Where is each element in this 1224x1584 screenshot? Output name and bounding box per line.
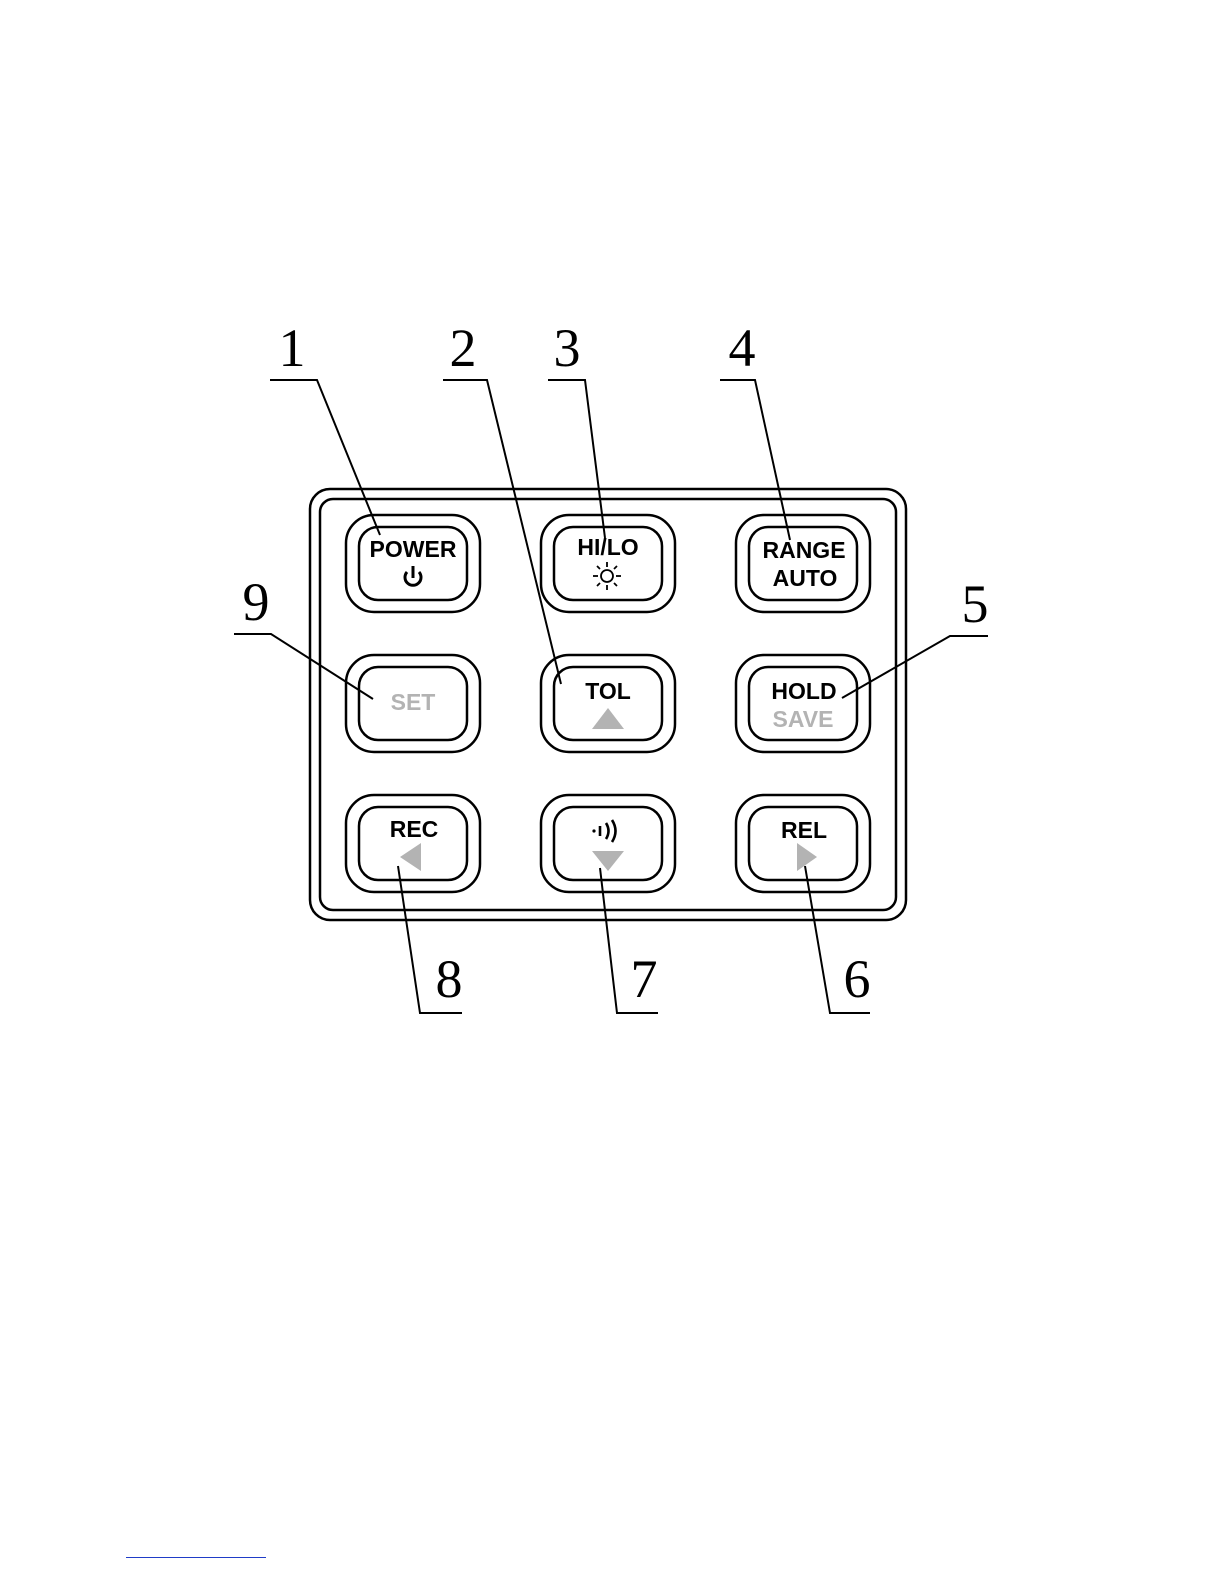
hold-label: HOLD [771, 678, 836, 704]
sun-icon [593, 562, 621, 590]
power-button[interactable]: POWER [346, 515, 480, 612]
callout-number-1: 1 [279, 318, 306, 378]
range-button[interactable]: RANGE AUTO [736, 515, 870, 612]
triangle-right-icon [797, 843, 817, 871]
power-icon [405, 566, 421, 585]
rel-label: REL [781, 817, 827, 843]
set-label: SET [391, 689, 436, 715]
triangle-down-icon [592, 851, 624, 871]
callout-line-1 [270, 380, 380, 535]
callout-number-5: 5 [962, 574, 989, 634]
callout-number-7: 7 [631, 949, 658, 1009]
rec-label: REC [390, 816, 439, 842]
footer-rule [126, 1557, 266, 1558]
hilo-button[interactable]: HI/LO [541, 515, 675, 612]
beep-button[interactable] [541, 795, 675, 892]
rel-button[interactable]: REL [736, 795, 870, 892]
triangle-up-icon [592, 708, 624, 729]
triangle-left-icon [400, 843, 421, 871]
callout-number-6: 6 [844, 949, 871, 1009]
save-label: SAVE [773, 706, 834, 732]
callout-number-8: 8 [436, 949, 463, 1009]
hilo-label: HI/LO [577, 534, 638, 560]
callout-number-9: 9 [243, 572, 270, 632]
hold-button[interactable]: HOLD SAVE [736, 655, 870, 752]
rec-button[interactable]: REC [346, 795, 480, 892]
tol-label: TOL [585, 678, 631, 704]
callout-number-4: 4 [729, 318, 756, 378]
speaker-icon [592, 820, 615, 842]
set-button[interactable]: SET [346, 655, 480, 752]
power-label: POWER [370, 536, 457, 562]
auto-label: AUTO [773, 565, 838, 591]
range-label: RANGE [762, 537, 845, 563]
callout-number-3: 3 [554, 318, 581, 378]
callout-number-2: 2 [450, 318, 477, 378]
tol-button[interactable]: TOL [541, 655, 675, 752]
